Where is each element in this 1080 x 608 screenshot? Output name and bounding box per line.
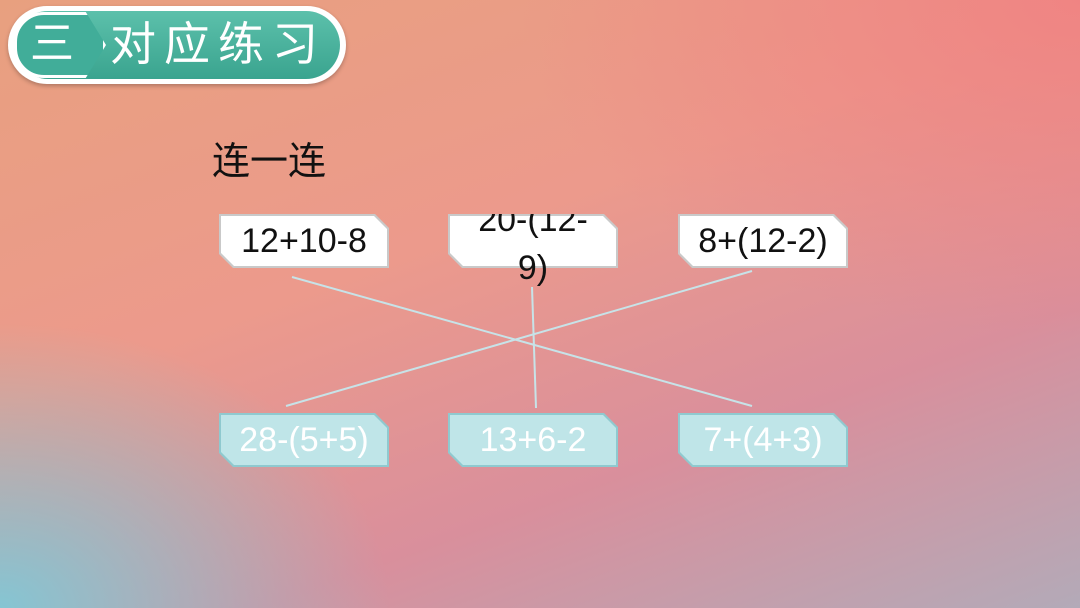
expression-box-bottom-3[interactable]: 7+(4+3): [678, 413, 848, 467]
section-number: 三: [30, 18, 74, 69]
connector-line-1: [291, 276, 753, 407]
expression-box-bottom-1[interactable]: 28-(5+5): [219, 413, 389, 467]
exercise-heading: 连一连: [212, 141, 327, 183]
expression-text: 12+10-8: [241, 222, 367, 260]
expression-box-top-3[interactable]: 8+(12-2): [678, 214, 848, 268]
expression-box-top-1[interactable]: 12+10-8: [219, 214, 389, 268]
expression-text: 8+(12-2): [698, 222, 828, 260]
connector-line-3: [285, 270, 753, 407]
section-title: 对应练习: [110, 17, 326, 71]
connector-line-2: [531, 286, 537, 409]
expression-text-overflow: 9): [517, 249, 549, 287]
expression-text: 28-(5+5): [239, 421, 369, 459]
expression-box-bottom-2[interactable]: 13+6-2: [448, 413, 618, 467]
expression-text: 7+(4+3): [703, 421, 823, 459]
expression-text: 13+6-2: [479, 421, 587, 459]
section-number-tag: [14, 12, 106, 78]
expression-box-top-2[interactable]: 20-(12-: [448, 214, 618, 268]
